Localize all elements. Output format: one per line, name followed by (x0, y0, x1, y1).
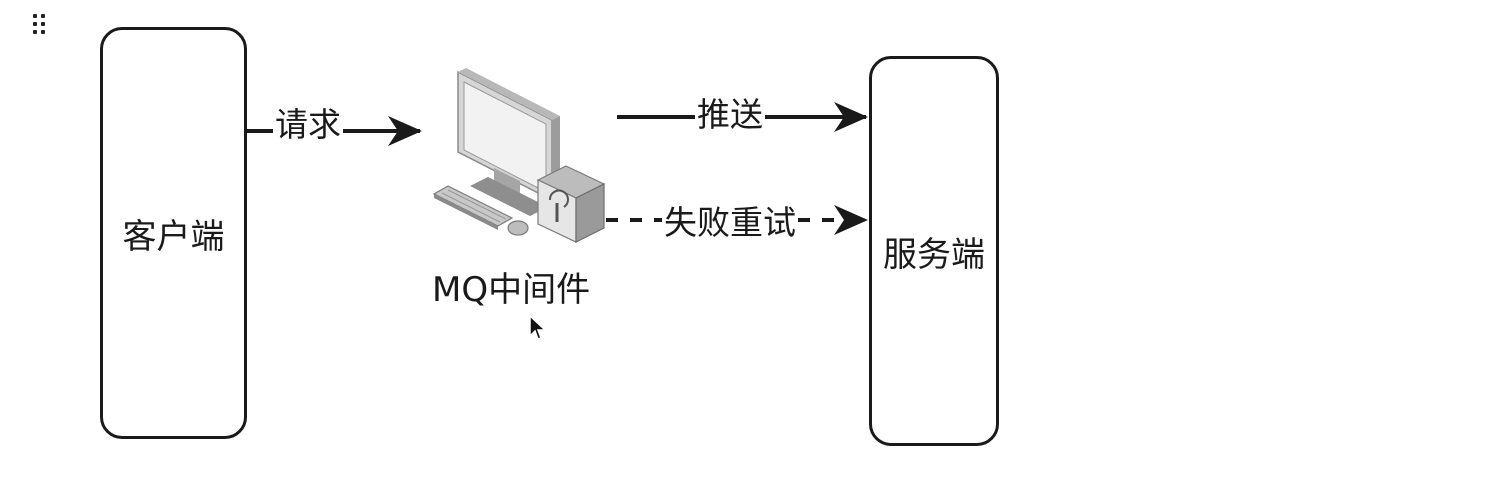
edge-retry-label: 失败重试 (662, 203, 798, 243)
computer-server-icon[interactable] (432, 68, 606, 243)
edge-retry-arrowhead (834, 205, 868, 235)
mq-node-label: MQ中间件 (432, 270, 591, 310)
server-node-label: 服务端 (883, 234, 985, 275)
drag-handle-icon[interactable] (33, 14, 51, 40)
server-node[interactable]: 服务端 (869, 56, 999, 446)
edge-request-label: 请求 (273, 105, 343, 145)
client-node-label: 客户端 (122, 216, 225, 257)
client-node[interactable]: 客户端 (100, 27, 247, 439)
edge-request-arrowhead (388, 116, 422, 146)
mouse-cursor-icon (529, 314, 546, 340)
edge-push-arrowhead (834, 102, 868, 132)
edge-push-label: 推送 (695, 95, 765, 135)
